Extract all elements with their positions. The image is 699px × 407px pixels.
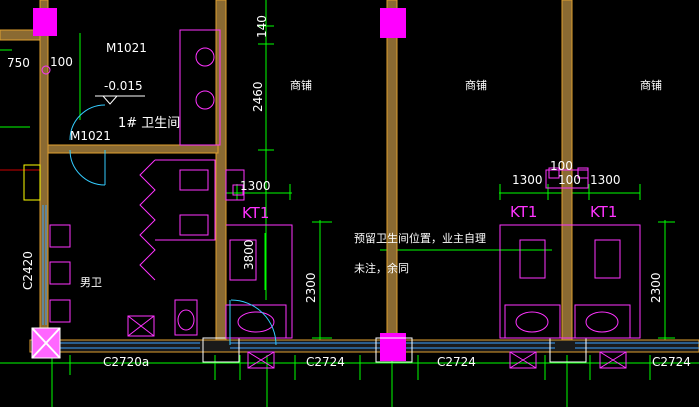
room-label-shop-1: 商铺 bbox=[290, 79, 312, 92]
elevation-marker bbox=[95, 95, 145, 105]
kt-markers bbox=[232, 167, 589, 196]
elevation-label: -0.015 bbox=[104, 79, 143, 93]
door-label-m1021-mid: M1021 bbox=[70, 129, 111, 143]
dimension-100-r1: 100 bbox=[550, 159, 573, 173]
dimension-750: 750 bbox=[7, 56, 30, 70]
room-label-mens: 男卫 bbox=[80, 276, 102, 289]
room-label-restroom-1: 1# 卫生间 bbox=[118, 116, 181, 131]
dimension-1300-left: 1300 bbox=[240, 179, 271, 193]
door-swings bbox=[69, 104, 277, 346]
window-markers bbox=[247, 351, 627, 369]
restroom-fixtures bbox=[41, 29, 641, 339]
dimension-2460: 2460 bbox=[251, 81, 265, 112]
dimension-100: 100 bbox=[50, 55, 73, 69]
window-label-c2724-1: C2724 bbox=[306, 355, 345, 369]
cross-box-icon bbox=[31, 327, 61, 359]
columns bbox=[33, 8, 406, 361]
dimension-100-r2: 100 bbox=[558, 173, 581, 187]
kt-label-mid: KT1 bbox=[510, 203, 538, 221]
dimension-2300-right: 2300 bbox=[649, 272, 663, 303]
kt-label-right: KT1 bbox=[590, 203, 618, 221]
door-label-m1021-top: M1021 bbox=[106, 41, 147, 55]
kt-label-left: KT1 bbox=[242, 204, 270, 222]
dimension-140: 140 bbox=[255, 15, 269, 38]
note-line-1: 预留卫生间位置，业主自理 bbox=[354, 232, 486, 245]
window-lines bbox=[42, 205, 699, 349]
dimension-2300-left: 2300 bbox=[304, 272, 318, 303]
window-label-c2724-2: C2724 bbox=[437, 355, 476, 369]
window-label-c2724-3: C2724 bbox=[652, 355, 691, 369]
dimension-1300-r2: 1300 bbox=[590, 173, 621, 187]
note-line-2: 未注，余同 bbox=[354, 262, 409, 275]
window-c2420: C2420 bbox=[21, 251, 35, 290]
dimension-3800: 3800 bbox=[242, 239, 256, 270]
dimension-1300-r1: 1300 bbox=[512, 173, 543, 187]
window-label-c2720a: C2720a bbox=[103, 355, 150, 369]
room-label-shop-2: 商铺 bbox=[465, 79, 487, 92]
room-label-shop-3: 商铺 bbox=[640, 79, 662, 92]
